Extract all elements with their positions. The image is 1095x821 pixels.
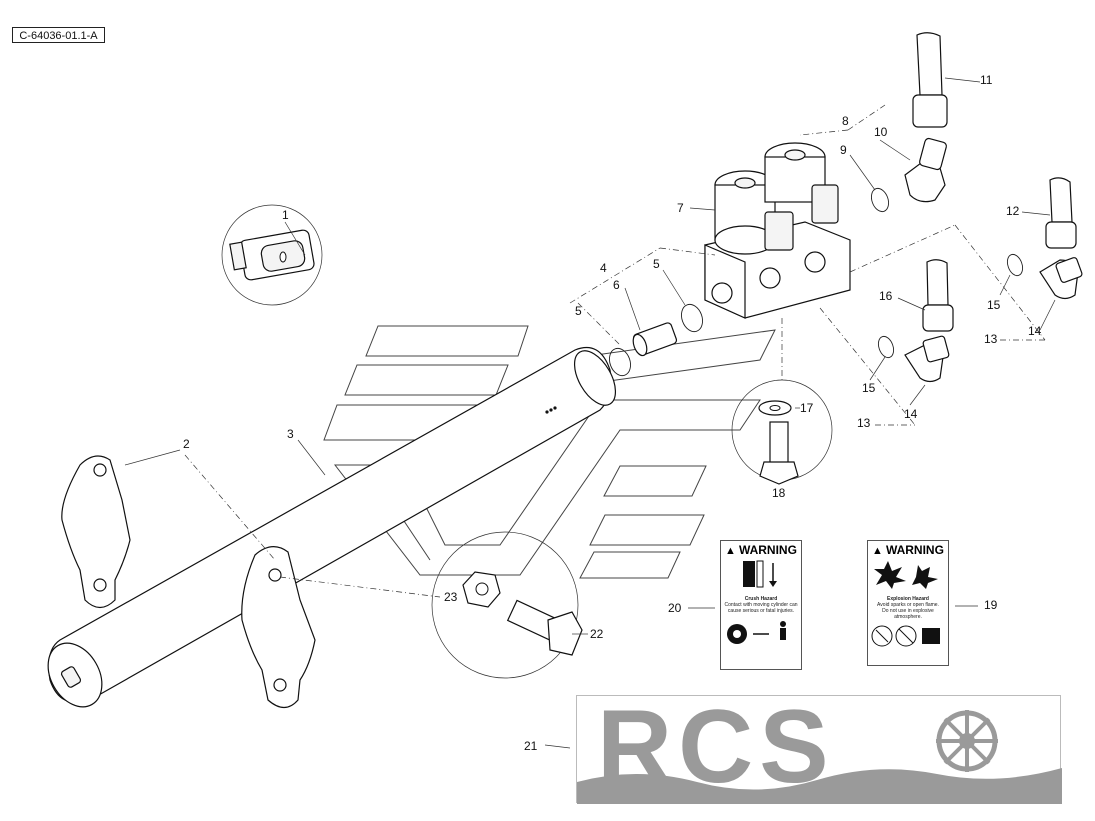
bolt-washer-detail (731, 379, 833, 485)
callout-1: 1 (282, 208, 289, 222)
hydraulic-cylinder (47, 346, 617, 708)
callout-3: 3 (287, 427, 294, 441)
warning-decal-crush-hazard: Crush Hazard (744, 596, 778, 602)
drawing-code-label: C-64036-01.1-A (12, 27, 105, 43)
warning-decal-explosion-hazard: Explosion Hazard (887, 596, 929, 602)
warning-decal-crush: ▲WARNING Crush Hazard Contact with movin… (720, 540, 802, 670)
warning-decal-crush-line1: Contact with moving cylinder can (724, 602, 798, 608)
callout-14b: 14 (904, 407, 918, 421)
leader-lines (124, 77, 1056, 749)
callout-17: 17 (800, 401, 814, 415)
callout-16: 16 (879, 289, 893, 303)
elbow-fitting-10 (904, 137, 947, 203)
crush-hazard-icon (743, 560, 777, 588)
callout-5b: 5 (653, 257, 660, 271)
explosion-hazard-icon (874, 561, 938, 589)
o-ring-5b (681, 303, 703, 333)
callout-6: 6 (613, 278, 620, 292)
warning-decal-explosion-title: WARNING (885, 543, 944, 557)
callout-18: 18 (772, 486, 786, 500)
callout-7: 7 (677, 201, 684, 215)
fitting-6 (632, 322, 678, 357)
ghost-logo-background (323, 325, 776, 579)
o-ring-15a (1006, 253, 1024, 277)
callout-2: 2 (183, 437, 190, 451)
callout-23: 23 (444, 590, 458, 604)
callout-15b: 15 (862, 381, 876, 395)
warning-triangle-icon: ▲ (872, 545, 883, 557)
callout-12: 12 (1006, 204, 1020, 218)
callout-19: 19 (984, 598, 998, 612)
rocker-switch-detail (221, 204, 323, 306)
rcs-logo-banner: RCS (576, 692, 1062, 804)
warning-decal-crush-header: ▲WARNING (721, 541, 801, 557)
warning-decal-crush-line2: cause serious or fatal injuries. (727, 608, 795, 614)
callout-21: 21 (524, 739, 538, 753)
callout-13a: 13 (984, 332, 998, 346)
o-ring-9 (870, 187, 890, 213)
elbow-fitting-14b (904, 335, 950, 383)
callout-5a: 5 (575, 304, 582, 318)
hose-end-11 (912, 32, 948, 128)
callout-22: 22 (590, 627, 604, 641)
callout-13b: 13 (857, 416, 871, 430)
o-ring-5a (609, 347, 631, 377)
callout-15a: 15 (987, 298, 1001, 312)
warning-decal-crush-title: WARNING (738, 543, 797, 557)
hose-end-12 (1045, 177, 1077, 249)
hose-end-16 (922, 259, 954, 332)
clamp-bracket-front (241, 546, 316, 709)
warning-decal-explosion-line2: Do not use in explosive atmosphere. (882, 608, 934, 620)
callout-8: 8 (842, 114, 849, 128)
keep-clear-icon (727, 621, 786, 644)
warning-decal-explosion-header: ▲WARNING (868, 541, 948, 557)
valve-block (704, 142, 851, 319)
callout-10: 10 (874, 125, 888, 139)
callout-9: 9 (840, 143, 847, 157)
callout-20: 20 (668, 601, 682, 615)
nut-bolt-detail (431, 531, 583, 679)
warning-triangle-icon: ▲ (725, 545, 736, 557)
rcs-logo-graphic (577, 710, 1062, 804)
callout-11: 11 (980, 73, 993, 87)
no-spark-icons (871, 625, 940, 647)
callout-14a: 14 (1028, 324, 1042, 338)
callout-4: 4 (600, 261, 607, 275)
warning-decal-explosion: ▲WARNING Explosion Hazard Avoid sparks o… (867, 540, 949, 666)
elbow-fitting-14a (1039, 257, 1083, 300)
clamp-bracket-back (61, 455, 131, 609)
warning-decal-explosion-line1: Avoid sparks or open flame. (877, 602, 939, 608)
ship-wheel-icon (936, 710, 998, 772)
o-ring-15b (877, 335, 895, 359)
